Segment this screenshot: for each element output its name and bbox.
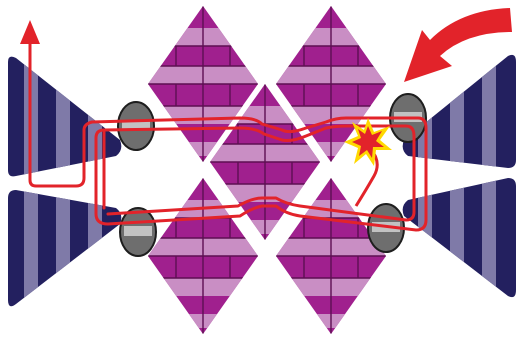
roller-bottom-left (120, 208, 156, 256)
left-wedge-bottom (0, 185, 130, 315)
diamond-bottom-right (276, 178, 386, 334)
arrow-up-icon (20, 20, 40, 44)
left-wedge-top (0, 50, 130, 180)
roller-top-left (118, 102, 154, 150)
